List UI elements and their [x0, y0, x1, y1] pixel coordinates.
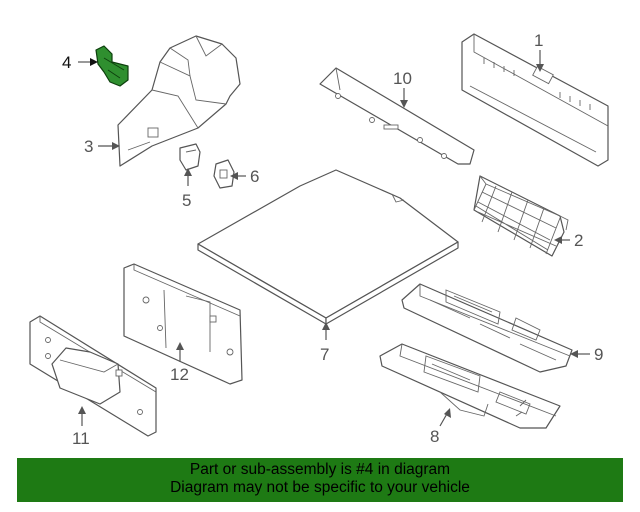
arrowhead-7 — [322, 322, 330, 330]
arrowhead-4 — [90, 58, 98, 66]
arrowhead-1 — [536, 64, 544, 72]
arrowhead-2 — [554, 236, 562, 244]
part-4-bracket-highlighted[interactable] — [95, 45, 129, 87]
banner-line-disclaimer: Diagram may not be specific to your vehi… — [170, 479, 470, 496]
arrowhead-10 — [400, 100, 408, 108]
part-8-floor-tray[interactable] — [379, 343, 561, 429]
callout-7: 7 — [320, 345, 329, 364]
part-12-side-trim-panel[interactable] — [123, 263, 243, 385]
exploded-parts-diagram: 1 2 3 4 5 6 7 8 9 10 11 12 — [29, 31, 609, 448]
callout-11: 11 — [72, 429, 90, 448]
arrowhead-6 — [230, 172, 238, 180]
part-7-cargo-floor-board[interactable] — [197, 169, 459, 325]
part-10-upper-trim[interactable] — [319, 67, 475, 165]
arrowhead-5 — [184, 168, 192, 176]
callout-2: 2 — [574, 231, 583, 250]
arrowhead-3 — [112, 142, 120, 150]
callout-1: 1 — [534, 31, 543, 50]
info-banner: Part or sub-assembly is #4 in diagram Di… — [17, 458, 623, 502]
part-11-side-trim-panel[interactable] — [29, 315, 157, 437]
banner-line-part-number: Part or sub-assembly is #4 in diagram — [189, 461, 451, 478]
part-5-clip[interactable] — [179, 143, 201, 171]
callout-4-highlighted: 4 — [62, 53, 71, 72]
part-1-rear-panel-trim[interactable] — [461, 33, 609, 167]
callout-3: 3 — [84, 137, 93, 156]
callout-6: 6 — [250, 167, 259, 186]
part-3-trim-panel[interactable] — [117, 35, 241, 167]
callout-9: 9 — [594, 345, 603, 364]
arrowhead-11 — [78, 406, 86, 414]
part-2-cargo-net[interactable] — [473, 175, 569, 257]
callout-10: 10 — [393, 69, 412, 88]
arrowhead-8 — [444, 408, 451, 418]
arrowhead-12 — [176, 342, 184, 350]
part-9-floor-tray[interactable] — [401, 283, 573, 373]
callout-5: 5 — [182, 191, 191, 210]
part-6-clip[interactable] — [213, 159, 235, 189]
callout-8: 8 — [430, 427, 439, 446]
arrowhead-9 — [570, 350, 578, 358]
callout-12: 12 — [170, 365, 189, 384]
